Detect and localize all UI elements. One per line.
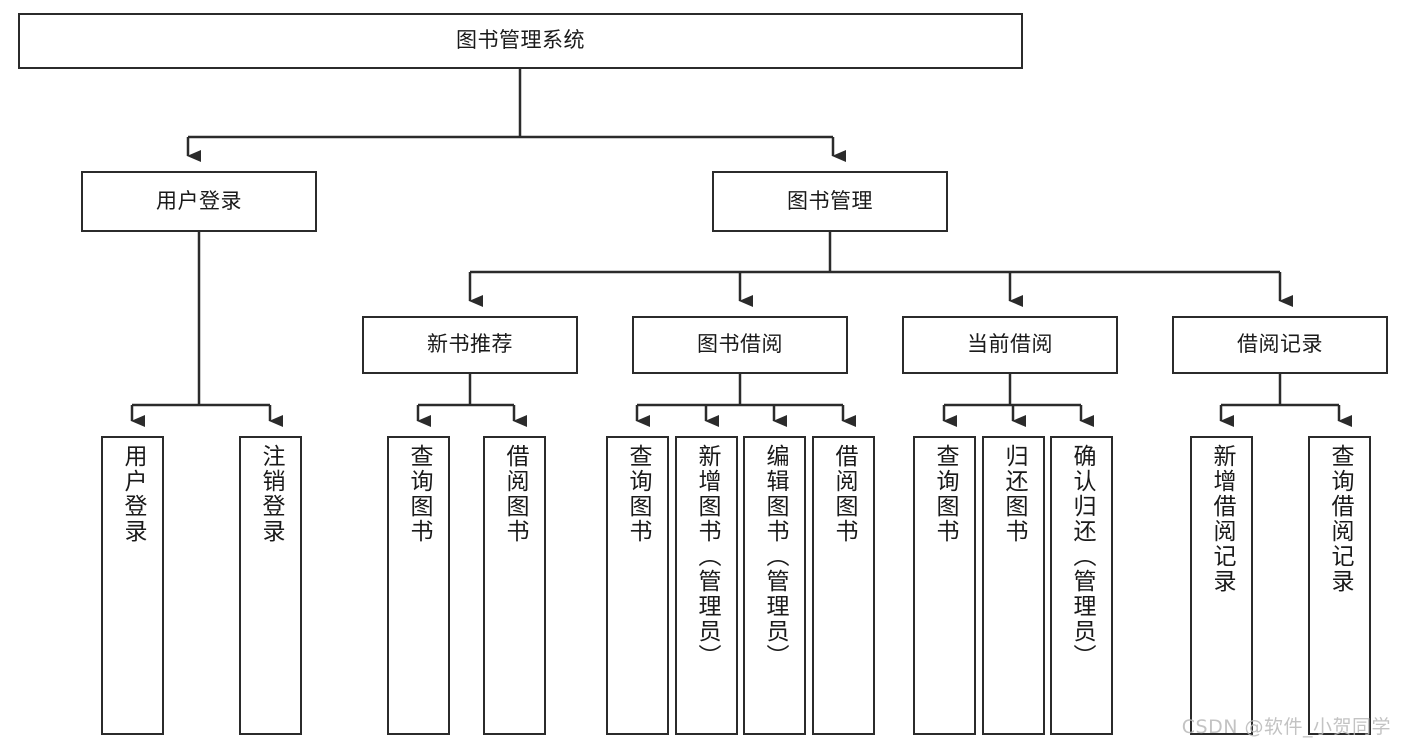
leaf-return-book[interactable]: 归还图书 — [982, 436, 1045, 735]
leaf-query-book-recommend[interactable]: 查询图书 — [387, 436, 450, 735]
leaf-query-book-borrow[interactable]: 查询图书 — [606, 436, 669, 735]
leaf-logout-login[interactable]: 注销登录 — [239, 436, 302, 735]
node-current-borrow-label: 当前借阅 — [967, 332, 1053, 357]
leaf-add-borrow-record[interactable]: 新增借阅记录 — [1190, 436, 1253, 735]
leaf-confirm-return-admin-label: 确认归还（管理员） — [1069, 444, 1095, 669]
node-user-login[interactable]: 用户登录 — [81, 171, 317, 232]
leaf-return-book-label: 归还图书 — [1001, 444, 1027, 544]
node-borrow-record[interactable]: 借阅记录 — [1172, 316, 1388, 374]
leaf-add-borrow-record-label: 新增借阅记录 — [1209, 444, 1235, 594]
leaf-edit-book-admin[interactable]: 编辑图书（管理员） — [743, 436, 806, 735]
leaf-query-book-borrow-label: 查询图书 — [625, 444, 651, 544]
node-new-book-recommend-label: 新书推荐 — [427, 332, 513, 357]
node-book-management-label: 图书管理 — [787, 188, 873, 213]
node-new-book-recommend[interactable]: 新书推荐 — [362, 316, 578, 374]
node-root-label: 图书管理系统 — [456, 28, 585, 53]
leaf-borrow-book-recommend-label: 借阅图书 — [502, 444, 528, 544]
leaf-query-borrow-record-label: 查询借阅记录 — [1327, 444, 1353, 594]
node-borrow-record-label: 借阅记录 — [1237, 332, 1323, 357]
leaf-query-book-recommend-label: 查询图书 — [406, 444, 432, 544]
leaf-edit-book-admin-label: 编辑图书（管理员） — [762, 444, 788, 669]
leaf-add-book-admin[interactable]: 新增图书（管理员） — [675, 436, 738, 735]
leaf-user-login[interactable]: 用户登录 — [101, 436, 164, 735]
node-book-management[interactable]: 图书管理 — [712, 171, 948, 232]
node-root[interactable]: 图书管理系统 — [18, 13, 1023, 69]
node-book-borrow-label: 图书借阅 — [697, 332, 783, 357]
leaf-borrow-book-recommend[interactable]: 借阅图书 — [483, 436, 546, 735]
leaf-add-book-admin-label: 新增图书（管理员） — [694, 444, 720, 669]
leaf-user-login-label: 用户登录 — [120, 444, 146, 544]
node-book-borrow[interactable]: 图书借阅 — [632, 316, 848, 374]
leaf-query-borrow-record[interactable]: 查询借阅记录 — [1308, 436, 1371, 735]
watermark-text: CSDN @软件_小贺同学 — [1181, 716, 1391, 738]
leaf-query-book-current[interactable]: 查询图书 — [913, 436, 976, 735]
node-user-login-label: 用户登录 — [156, 188, 242, 213]
leaf-borrow-book[interactable]: 借阅图书 — [812, 436, 875, 735]
leaf-confirm-return-admin[interactable]: 确认归还（管理员） — [1050, 436, 1113, 735]
leaf-logout-login-label: 注销登录 — [258, 444, 284, 544]
node-current-borrow[interactable]: 当前借阅 — [902, 316, 1118, 374]
leaf-borrow-book-label: 借阅图书 — [831, 444, 857, 544]
leaf-query-book-current-label: 查询图书 — [932, 444, 958, 544]
